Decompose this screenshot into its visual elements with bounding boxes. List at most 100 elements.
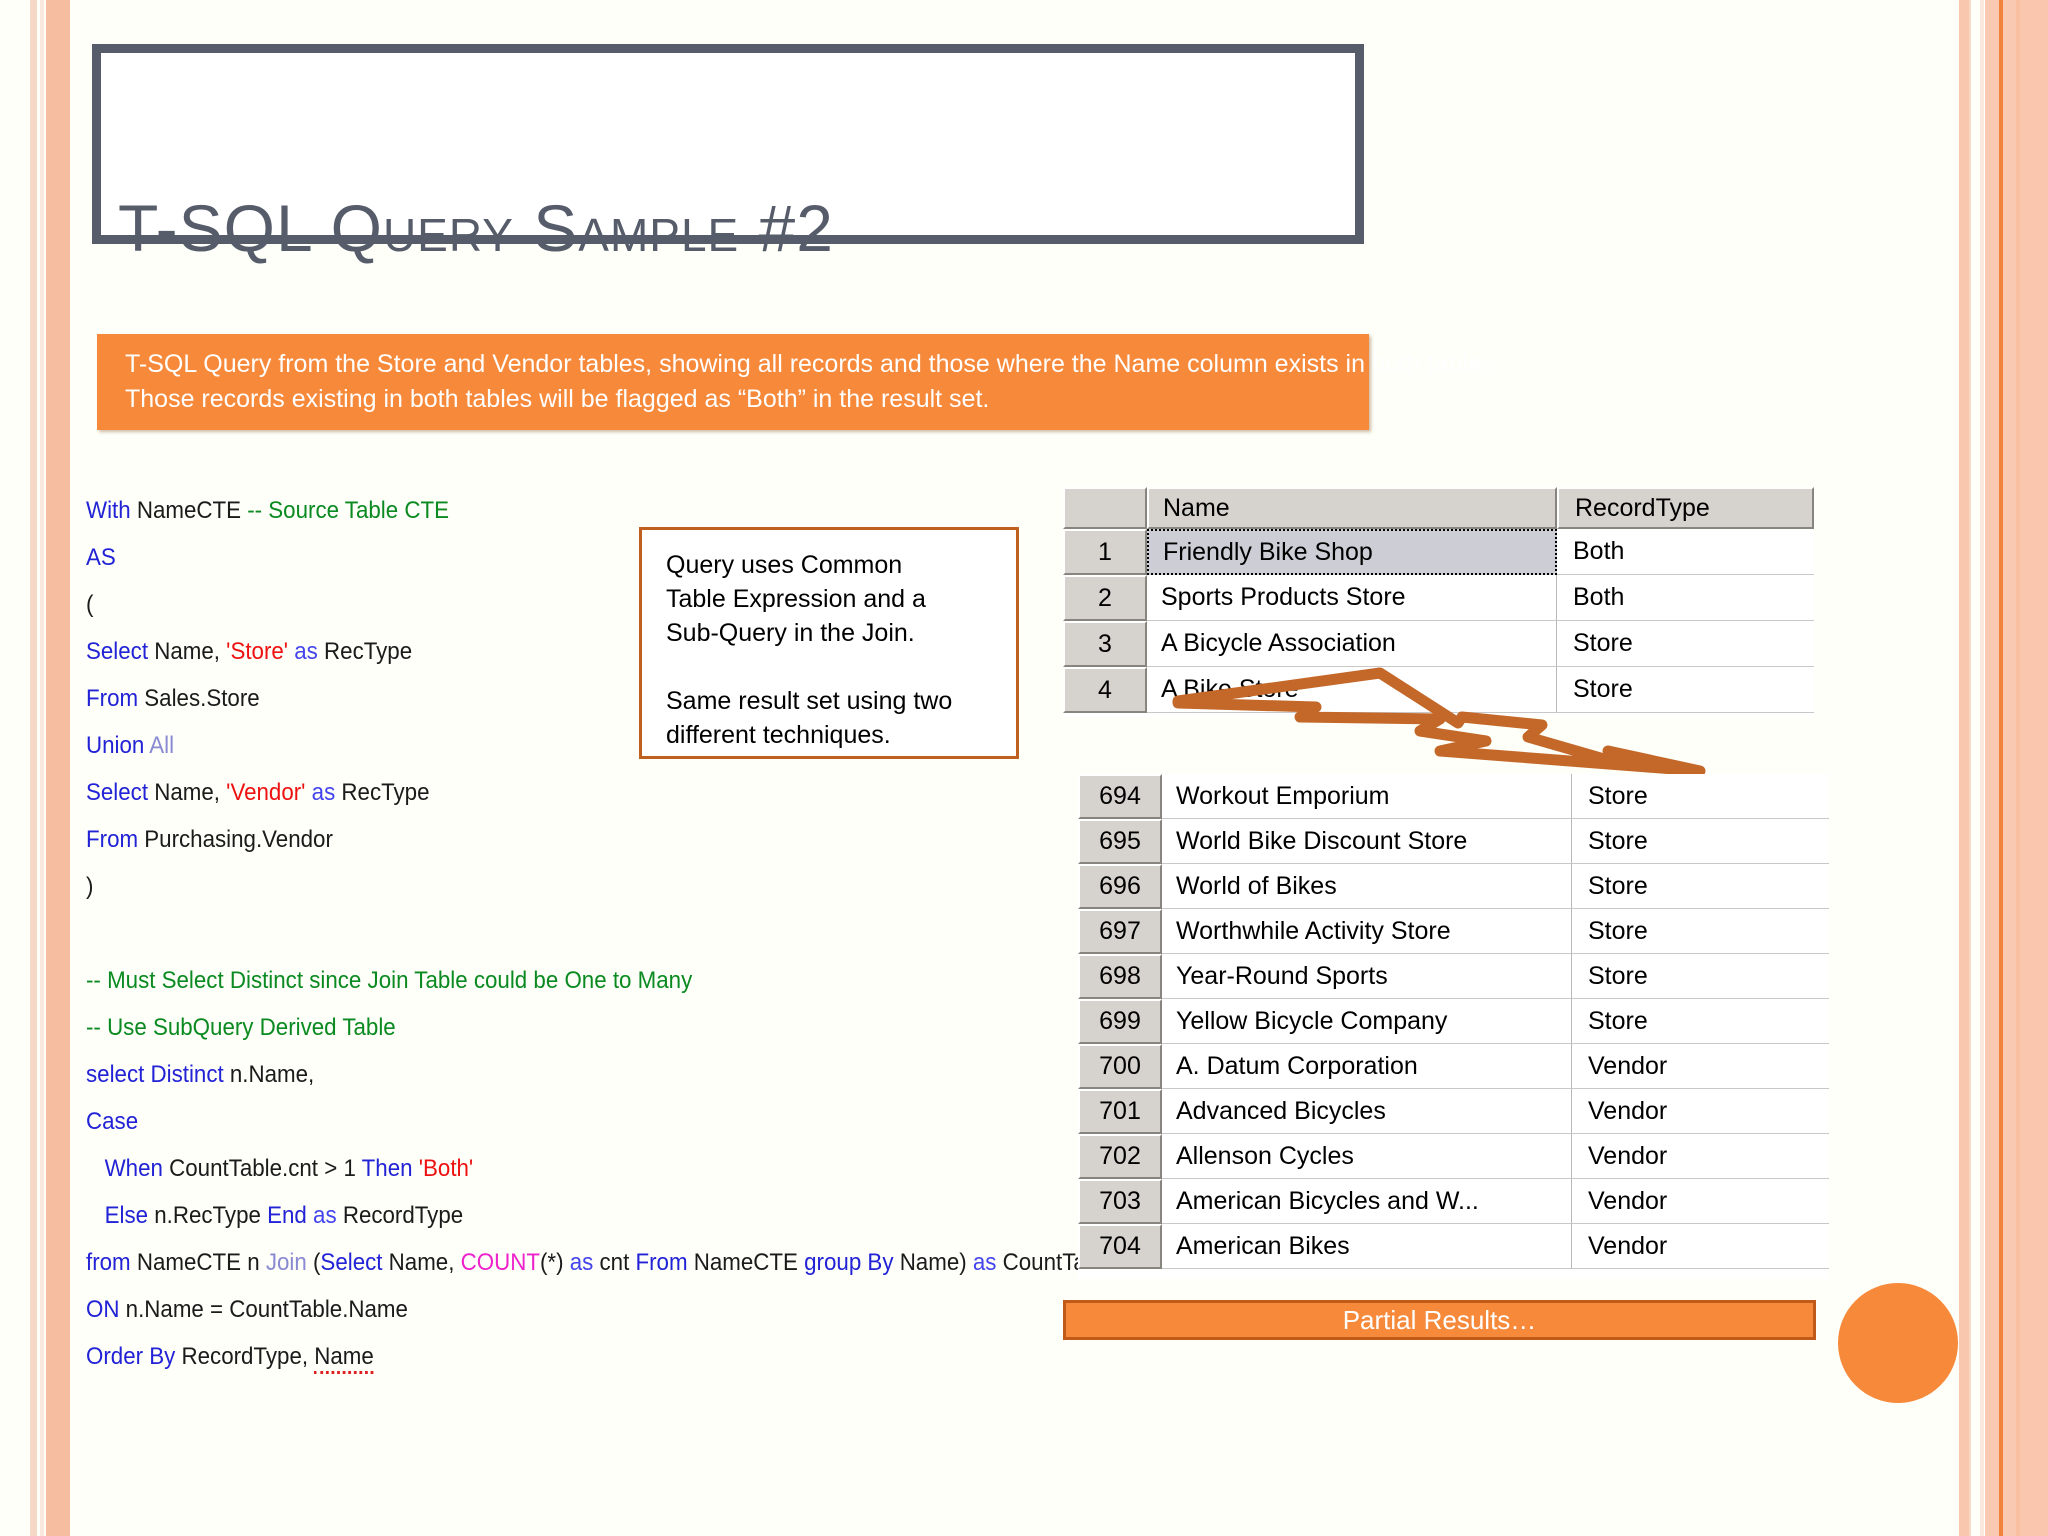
page-title: T-SQL Query Sample #2 xyxy=(118,191,834,265)
sql-line: select Distinct n.Name, xyxy=(86,1051,997,1098)
grid-corner-cell[interactable] xyxy=(1063,487,1147,529)
sql-token: ( xyxy=(312,1249,321,1276)
cell-name[interactable]: World Bike Discount Store xyxy=(1162,819,1572,864)
sql-token: 'Both' xyxy=(418,1155,474,1182)
row-number-cell[interactable]: 699 xyxy=(1078,999,1162,1044)
sql-line: Else n.RecType End as RecordType xyxy=(86,1192,997,1239)
sql-token: n.Name, xyxy=(229,1061,315,1088)
cell-name[interactable]: Sports Products Store xyxy=(1147,575,1557,621)
row-number-cell[interactable]: 697 xyxy=(1078,909,1162,954)
callout-p2-line2: different techniques. xyxy=(666,721,891,749)
cell-name[interactable]: Workout Emporium xyxy=(1162,774,1572,819)
sql-line: Select Name, 'Store' as RecType xyxy=(86,628,997,675)
sql-token: Name, xyxy=(388,1249,461,1276)
row-number-cell[interactable]: 703 xyxy=(1078,1179,1162,1224)
sql-token: cnt xyxy=(599,1249,636,1276)
cell-recordtype[interactable]: Store xyxy=(1572,774,1829,819)
sql-token: Sales.Store xyxy=(144,685,260,712)
grid-header-row: Name RecordType xyxy=(1063,487,1814,529)
cell-name[interactable]: American Bicycles and W... xyxy=(1162,1179,1572,1224)
row-number-cell[interactable]: 698 xyxy=(1078,954,1162,999)
row-number-cell[interactable]: 2 xyxy=(1063,575,1147,621)
sql-line: Order By RecordType, Name xyxy=(86,1333,997,1380)
cell-recordtype[interactable]: Store xyxy=(1557,667,1814,713)
cell-name[interactable]: Year-Round Sports xyxy=(1162,954,1572,999)
callout-box: Query uses Common Table Expression and a… xyxy=(639,527,1019,759)
sql-token: AS xyxy=(86,544,116,571)
cell-name[interactable]: Worthwhile Activity Store xyxy=(1162,909,1572,954)
row-number-cell[interactable]: 696 xyxy=(1078,864,1162,909)
cell-recordtype[interactable]: Vendor xyxy=(1572,1044,1829,1089)
sql-token: 'Vendor' xyxy=(226,779,312,806)
row-number-cell[interactable]: 702 xyxy=(1078,1134,1162,1179)
cell-recordtype[interactable]: Store xyxy=(1557,621,1814,667)
right-edge-decoration xyxy=(1833,0,2048,1536)
cell-name[interactable]: A Bicycle Association xyxy=(1147,621,1557,667)
sql-token: From xyxy=(86,826,145,853)
sql-token: as xyxy=(313,1202,343,1229)
sql-line: From Purchasing.Vendor xyxy=(86,816,997,863)
row-number-cell[interactable]: 701 xyxy=(1078,1089,1162,1134)
left-edge-decoration xyxy=(0,0,70,1536)
cell-recordtype[interactable]: Vendor xyxy=(1572,1224,1829,1269)
cell-recordtype[interactable]: Store xyxy=(1572,909,1829,954)
sql-token: NameCTE xyxy=(136,497,248,524)
cell-recordtype[interactable]: Both xyxy=(1557,529,1814,575)
column-header-recordtype[interactable]: RecordType xyxy=(1557,487,1814,529)
cell-name[interactable]: Advanced Bicycles xyxy=(1162,1089,1572,1134)
row-number-cell[interactable]: 4 xyxy=(1063,667,1147,713)
sql-token: RecordType, xyxy=(181,1343,315,1370)
sql-token: RecType xyxy=(341,779,430,806)
cell-name[interactable]: Allenson Cycles xyxy=(1162,1134,1572,1179)
row-number-cell[interactable]: 1 xyxy=(1063,529,1147,575)
cell-recordtype[interactable]: Vendor xyxy=(1572,1134,1829,1179)
cell-recordtype[interactable]: Vendor xyxy=(1572,1179,1829,1224)
cell-recordtype[interactable]: Both xyxy=(1557,575,1814,621)
row-number-cell[interactable]: 700 xyxy=(1078,1044,1162,1089)
cell-recordtype[interactable]: Store xyxy=(1572,954,1829,999)
sql-token: Select xyxy=(86,779,155,806)
row-number-cell[interactable]: 704 xyxy=(1078,1224,1162,1269)
callout-p1-line1: Query uses Common xyxy=(666,551,903,579)
cell-name[interactable]: World of Bikes xyxy=(1162,864,1572,909)
cell-name[interactable]: American Bikes xyxy=(1162,1224,1572,1269)
cell-name[interactable]: Friendly Bike Shop xyxy=(1147,529,1557,575)
sql-token: -- Use SubQuery Derived Table xyxy=(86,1014,396,1041)
sql-token: group By xyxy=(804,1249,900,1276)
sql-token: Purchasing.Vendor xyxy=(144,826,333,853)
column-header-name[interactable]: Name xyxy=(1147,487,1557,529)
sql-token: 'Store' xyxy=(226,638,295,665)
sql-token: When xyxy=(86,1155,170,1182)
cell-recordtype[interactable]: Vendor xyxy=(1572,1089,1829,1134)
cell-name[interactable]: Yellow Bicycle Company xyxy=(1162,999,1572,1044)
sql-token: Union xyxy=(86,732,150,759)
sql-line: Case xyxy=(86,1098,997,1145)
cell-recordtype[interactable]: Store xyxy=(1572,819,1829,864)
partial-results-bar: Partial Results… xyxy=(1063,1300,1816,1340)
cell-recordtype[interactable]: Store xyxy=(1572,864,1829,909)
subtitle-line-1: T-SQL Query from the Store and Vendor ta… xyxy=(125,350,1502,378)
cell-name[interactable]: A. Datum Corporation xyxy=(1162,1044,1572,1089)
row-number-cell[interactable]: 3 xyxy=(1063,621,1147,667)
sql-line: ON n.Name = CountTable.Name xyxy=(86,1286,997,1333)
row-number-cell[interactable]: 695 xyxy=(1078,819,1162,864)
sql-token: Name xyxy=(314,1343,374,1374)
cell-recordtype[interactable]: Store xyxy=(1572,999,1829,1044)
row-number-cell[interactable]: 694 xyxy=(1078,774,1162,819)
